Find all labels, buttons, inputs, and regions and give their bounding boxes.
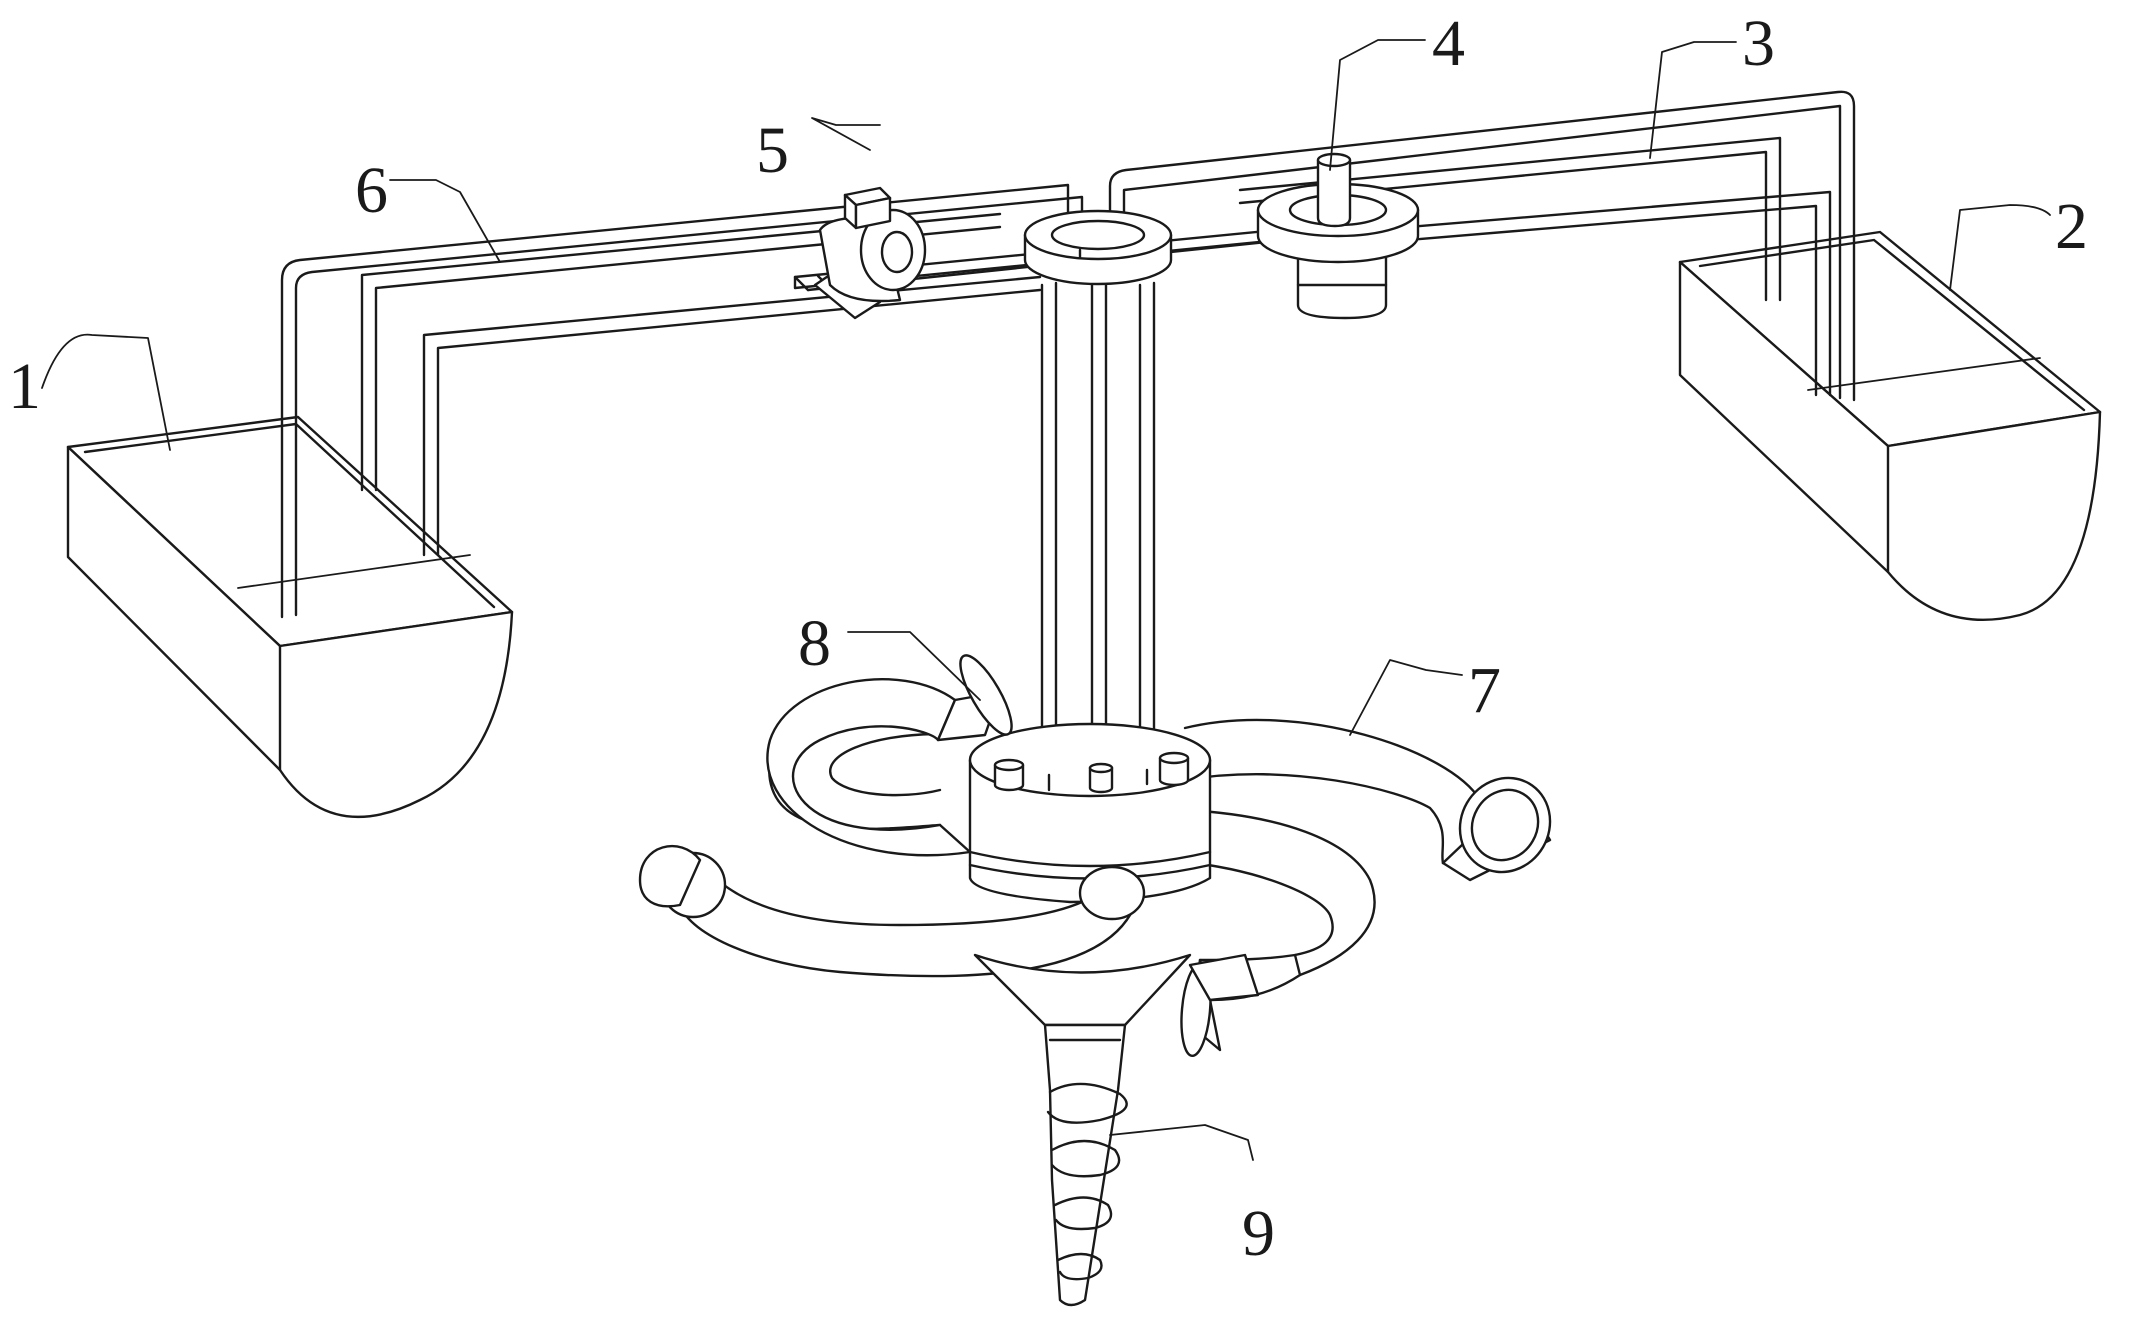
- label-5: 5: [756, 114, 789, 187]
- label-7: 7: [1468, 654, 1501, 727]
- label-1: 1: [8, 350, 41, 423]
- label-9: 9: [1242, 1197, 1275, 1270]
- label-3: 3: [1742, 7, 1775, 80]
- pump: [813, 186, 927, 320]
- vertical-cylinder-unit: [1256, 152, 1420, 320]
- label-6: 6: [355, 154, 388, 227]
- label-8: 8: [798, 607, 831, 680]
- spiral-hose-front: [638, 654, 1552, 1058]
- left-tank: [66, 415, 514, 819]
- spiral-auger: [973, 953, 1192, 1307]
- leader-lines: [41, 39, 2051, 1161]
- right-tank: [1678, 230, 2102, 622]
- center-disc: [1023, 209, 1173, 286]
- label-4: 4: [1432, 7, 1465, 80]
- label-2: 2: [2055, 190, 2088, 263]
- pipe-network: [280, 90, 1856, 777]
- part-labels: 1 2 3 4 5 6 7 8 9: [8, 7, 2088, 1270]
